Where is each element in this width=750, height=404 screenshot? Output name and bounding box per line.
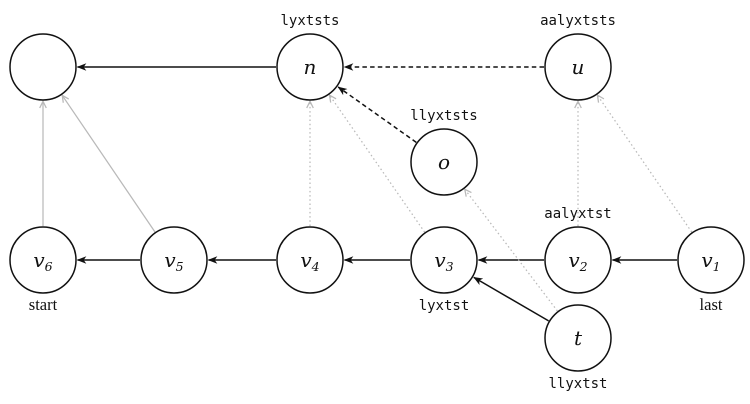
edges-layer [43, 63, 693, 322]
label-v4: v4 [300, 248, 319, 274]
label-o: o [438, 150, 450, 174]
tag-u: aalyxtsts [540, 13, 616, 29]
label-v6: v6 [33, 248, 52, 274]
node-n [276, 33, 344, 101]
tag-o: llyxtsts [410, 108, 477, 124]
nodes-layer: n lyxtsts u aalyxtsts o llyxtsts v6 start v5 v4 v3… [9, 13, 745, 392]
edge-v5-c [62, 96, 156, 233]
node-v4 [276, 226, 344, 294]
label-v5: v5 [164, 248, 183, 274]
node-o [410, 128, 478, 196]
tag-v3: lyxtst [419, 298, 470, 314]
tag-n: lyxtsts [280, 13, 339, 29]
edge-v3-n [330, 95, 426, 233]
node-v3 [410, 226, 478, 294]
tag-t: llyxtst [548, 376, 607, 392]
node-v1 [677, 226, 745, 294]
tag-v6: start [29, 295, 58, 314]
node-v2 [544, 226, 612, 294]
tag-v1: last [700, 295, 723, 314]
edge-t-v3 [473, 276, 549, 322]
label-n: n [304, 55, 317, 79]
edge-o-n [337, 86, 417, 143]
node-t [544, 304, 612, 372]
node-v6 [9, 226, 77, 294]
edge-t-o [465, 189, 558, 312]
label-v1: v1 [701, 248, 720, 274]
label-u: u [572, 55, 585, 79]
node-c [9, 33, 77, 101]
node-v5 [140, 226, 208, 294]
label-t: t [574, 326, 583, 350]
label-v3: v3 [434, 248, 453, 274]
label-v2: v2 [568, 248, 587, 274]
node-u [544, 33, 612, 101]
tag-v2: aalyxtst [544, 206, 611, 222]
